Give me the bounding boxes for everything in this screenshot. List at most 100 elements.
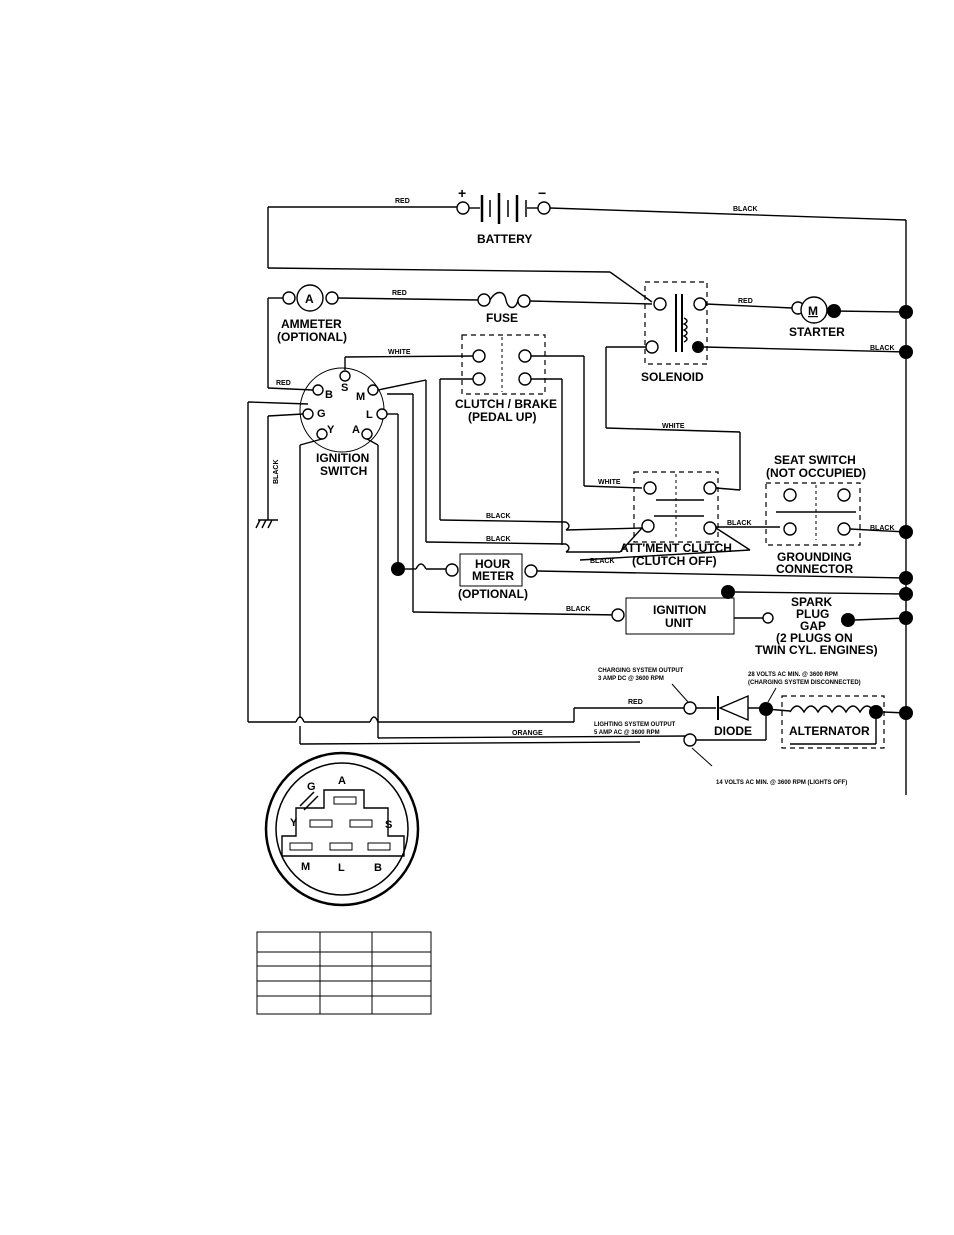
- wire-label-red-starter: RED: [738, 298, 753, 305]
- note-14v: 14 VOLTS AC MIN. @ 3600 RPM (LIGHTS OFF): [716, 780, 847, 786]
- battery-plus: +: [458, 185, 466, 201]
- wire-label-black-seat: BLACK: [870, 525, 895, 532]
- hour-meter: HOUR METER (OPTIONAL): [445, 553, 538, 601]
- solenoid-label: SOLENOID: [641, 370, 704, 384]
- ground-node-alternator-left: [869, 705, 883, 719]
- ignition-switch-label1: IGNITION: [316, 451, 369, 465]
- hour-meter-label1: HOUR: [475, 557, 511, 571]
- wire-label-black-clutch1: BLACK: [486, 513, 511, 520]
- ground-node-starter: [899, 305, 913, 319]
- conn-pin-s: S: [385, 819, 392, 831]
- note-28v-2: (CHARGING SYSTEM DISCONNECTED): [748, 680, 861, 686]
- att-clutch-state: (CLUTCH OFF): [632, 554, 717, 568]
- conn-pin-g: G: [307, 781, 316, 793]
- clutch-brake-label: CLUTCH / BRAKE: [455, 397, 557, 411]
- wire-label-black-att-left: BLACK: [590, 558, 615, 565]
- seat-switch: SEAT SWITCH (NOT OCCUPIED) GROUNDING CON…: [765, 453, 866, 576]
- grounding-label2: CONNECTOR: [776, 562, 853, 576]
- ignition-connector: G A Y S M L B: [264, 751, 420, 907]
- spark-line2: PLUG: [796, 607, 829, 621]
- solenoid: SOLENOID: [641, 281, 708, 384]
- note-lighting1: LIGHTING SYSTEM OUTPUT: [594, 722, 676, 728]
- node-hour-meter: [391, 562, 405, 576]
- ground-node-ignition: [899, 587, 913, 601]
- conn-pin-m: M: [301, 861, 310, 873]
- pin-a: A: [352, 424, 360, 436]
- wire-label-red-ammeter: RED: [392, 290, 407, 297]
- spark-plug-node: [841, 613, 855, 627]
- ignition-unit-label2: UNIT: [665, 616, 694, 630]
- ground-node-solenoid: [899, 345, 913, 359]
- spark-line3: GAP: [800, 619, 826, 633]
- ground-node-hour: [899, 571, 913, 585]
- ignition-switch-label2: SWITCH: [320, 464, 367, 478]
- conn-pin-a: A: [338, 775, 346, 787]
- hour-meter-label2: METER: [472, 569, 514, 583]
- wire-label-white-clutch: WHITE: [388, 349, 411, 356]
- wire-label-black-ignition: BLACK: [566, 606, 591, 613]
- starter-symbol: M: [808, 304, 818, 318]
- alternator-label: ALTERNATOR: [789, 724, 870, 738]
- battery-label: BATTERY: [477, 232, 532, 246]
- att-clutch-label: ATT'MENT CLUTCH: [620, 541, 732, 555]
- node-ignition-top: [721, 585, 735, 599]
- pin-y: Y: [327, 424, 335, 436]
- ammeter: A AMMETER (OPTIONAL): [267, 284, 347, 388]
- ground-node-seat: [899, 525, 913, 539]
- alternator: ALTERNATOR: [765, 695, 885, 749]
- switch-table: [256, 931, 432, 1015]
- ignition-switch: B S M G L Y A IGNITION SWITCH: [299, 367, 388, 478]
- spark-line4: (2 PLUGS ON: [776, 631, 853, 645]
- wire-label-black-solenoid: BLACK: [870, 345, 895, 352]
- note-28v-1: 28 VOLTS AC MIN. @ 3600 RPM: [748, 672, 838, 678]
- conn-pin-y: Y: [290, 817, 298, 829]
- wire-label-orange: ORANGE: [512, 730, 543, 737]
- wire-label-red-charging: RED: [628, 699, 643, 706]
- note-charging1: CHARGING SYSTEM OUTPUT: [598, 668, 684, 674]
- seat-switch-label: SEAT SWITCH: [774, 453, 856, 467]
- seat-switch-state: (NOT OCCUPIED): [766, 466, 866, 480]
- pin-g: G: [317, 408, 326, 420]
- battery-minus: −: [538, 185, 546, 201]
- wire-label-red-switch: RED: [276, 380, 291, 387]
- diode-label: DIODE: [714, 724, 752, 738]
- spark-plug-label: SPARK PLUG GAP (2 PLUGS ON TWIN CYL. ENG…: [755, 595, 878, 657]
- ignition-unit-label1: IGNITION: [653, 603, 706, 617]
- spark-line1: SPARK: [791, 595, 832, 609]
- pin-b: B: [325, 389, 333, 401]
- ground-node-spark: [899, 611, 913, 625]
- diode: DIODE: [714, 694, 752, 738]
- pin-s: S: [341, 382, 348, 394]
- pin-m: M: [356, 391, 365, 403]
- ammeter-optional: (OPTIONAL): [277, 330, 347, 344]
- note-lighting2: 5 AMP AC @ 3600 RPM: [594, 730, 660, 736]
- battery: + − BATTERY RED BLACK: [268, 185, 907, 246]
- wire-label-black-att-right: BLACK: [727, 520, 752, 527]
- starter-label: STARTER: [789, 325, 845, 339]
- hour-meter-optional: (OPTIONAL): [458, 587, 528, 601]
- wire-label-red-battery: RED: [395, 198, 410, 205]
- wire-label-black-ground: BLACK: [273, 460, 280, 485]
- fuse-label: FUSE: [486, 311, 518, 325]
- pin-l: L: [366, 409, 373, 421]
- note-charging2: 3 AMP DC @ 3600 RPM: [598, 676, 664, 682]
- fuse: FUSE: [477, 291, 531, 325]
- attachment-clutch-switch: ATT'MENT CLUTCH (CLUTCH OFF): [620, 471, 732, 568]
- wire-label-white-att: WHITE: [598, 479, 621, 486]
- ammeter-symbol: A: [305, 292, 314, 306]
- conn-pin-l: L: [338, 862, 345, 874]
- wire-label-black-battery: BLACK: [733, 206, 758, 213]
- clutch-brake-state: (PEDAL UP): [468, 410, 536, 424]
- ammeter-label: AMMETER: [281, 317, 342, 331]
- clutch-brake-switch: CLUTCH / BRAKE (PEDAL UP): [455, 334, 557, 424]
- wire-label-black-clutch2: BLACK: [486, 536, 511, 543]
- grounding-label1: GROUNDING: [777, 550, 852, 564]
- starter: M STARTER: [789, 296, 845, 339]
- conn-pin-b: B: [374, 862, 382, 874]
- spark-line5: TWIN CYL. ENGINES): [755, 643, 878, 657]
- lighting-terminal: [683, 733, 697, 747]
- wire-label-white-solenoid: WHITE: [662, 423, 685, 430]
- ignition-unit: IGNITION UNIT: [611, 597, 735, 635]
- ground-node-alternator: [899, 706, 913, 720]
